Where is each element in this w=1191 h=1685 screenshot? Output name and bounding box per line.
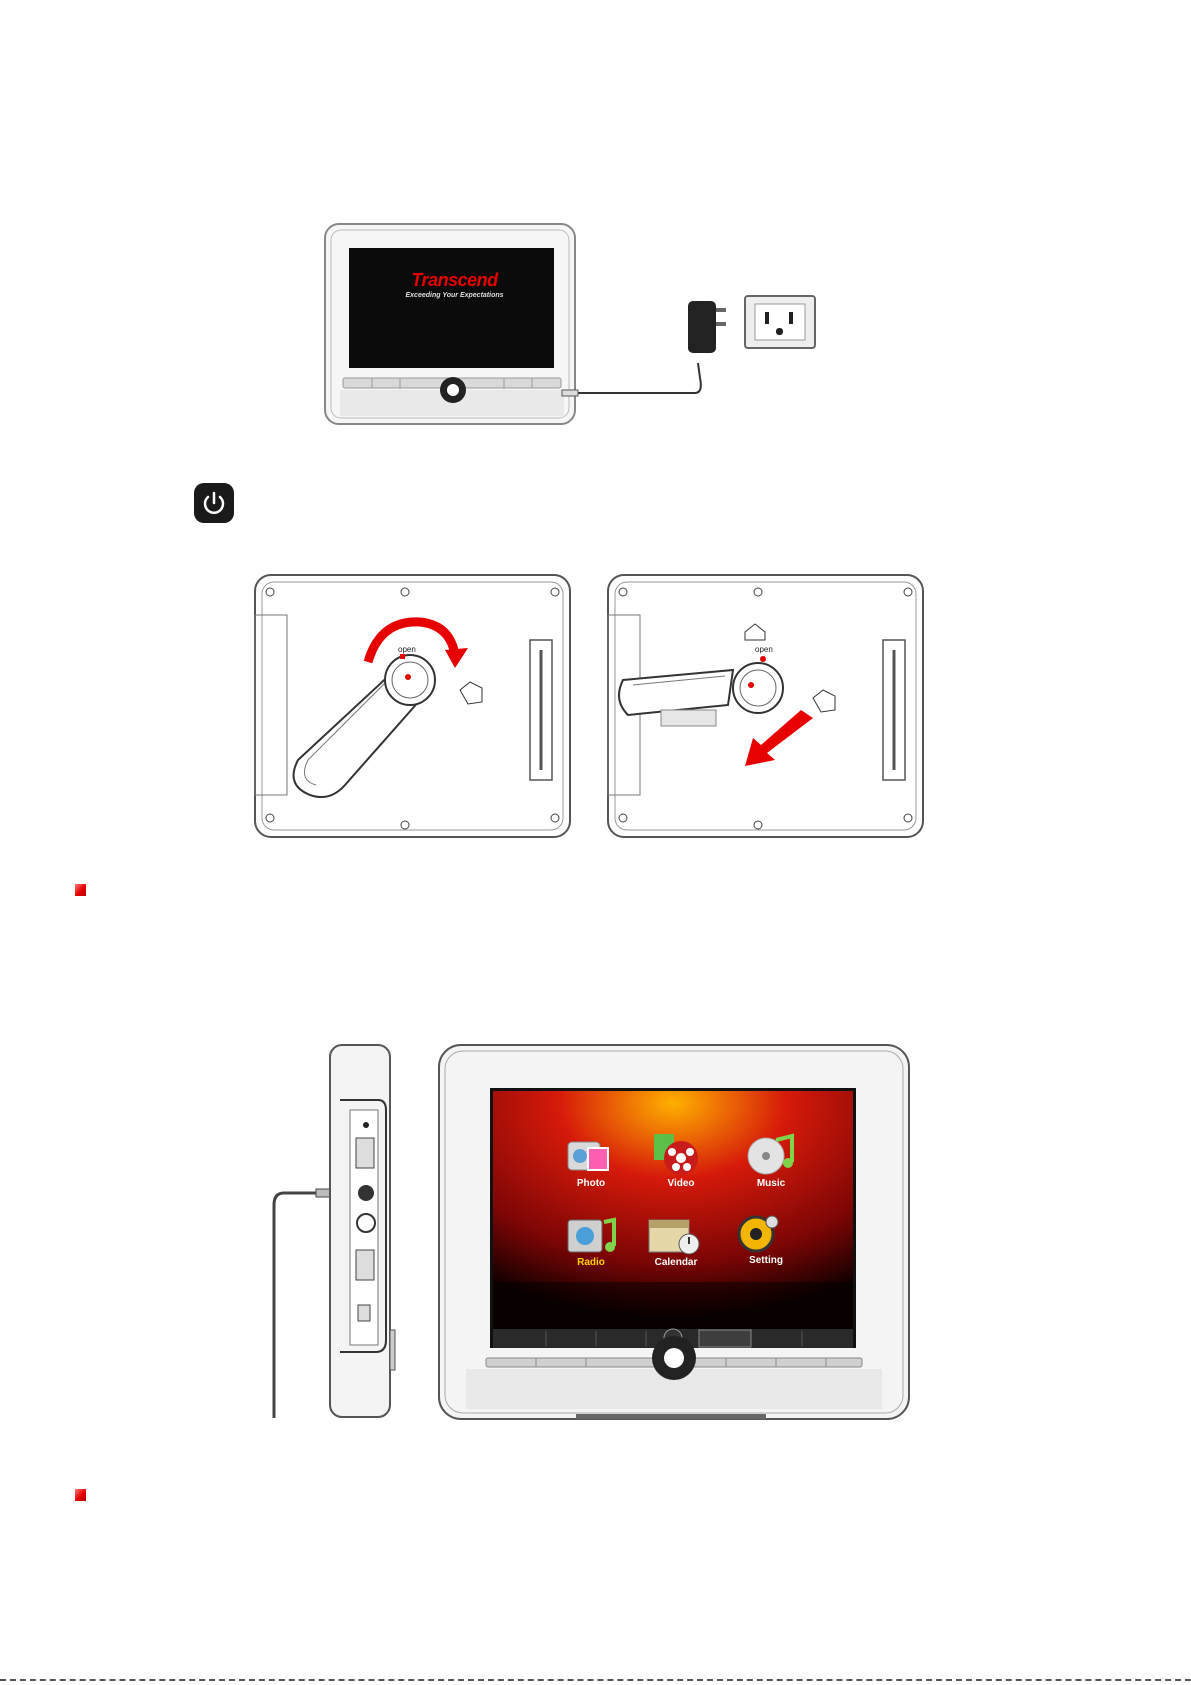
figure-side-view [268, 1040, 398, 1420]
stand-open-label-2: open [755, 645, 773, 654]
frame-power-illustration [300, 218, 900, 428]
figure-front-menu-view: Photo Video Music Radio Calendar Setting [436, 1042, 912, 1422]
figure-frame-power-adapter: Transcend Exceeding Your Expectations [300, 218, 900, 428]
menu-label-video: Video [646, 1178, 716, 1189]
brand-slogan: Exceeding Your Expectations [352, 292, 557, 299]
section-bullet-1 [75, 884, 86, 896]
figure-stand-step-1: open [250, 570, 575, 840]
frame-brand-logo: Transcend Exceeding Your Expectations [352, 270, 557, 299]
page-bottom-border [0, 1679, 1191, 1681]
menu-label-radio: Radio [556, 1257, 626, 1268]
power-adapter-icon [688, 301, 716, 353]
menu-label-calendar: Calendar [636, 1257, 716, 1268]
brand-name: Transcend [352, 270, 557, 291]
stand-open-label: open [398, 645, 416, 654]
menu-label-music: Music [736, 1178, 806, 1189]
power-button-icon [194, 483, 234, 523]
figure-stand-step-2: open [603, 570, 928, 840]
menu-label-setting: Setting [726, 1255, 806, 1266]
section-bullet-2 [75, 1489, 86, 1501]
menu-label-photo: Photo [556, 1178, 626, 1189]
frame-screen [349, 248, 554, 368]
